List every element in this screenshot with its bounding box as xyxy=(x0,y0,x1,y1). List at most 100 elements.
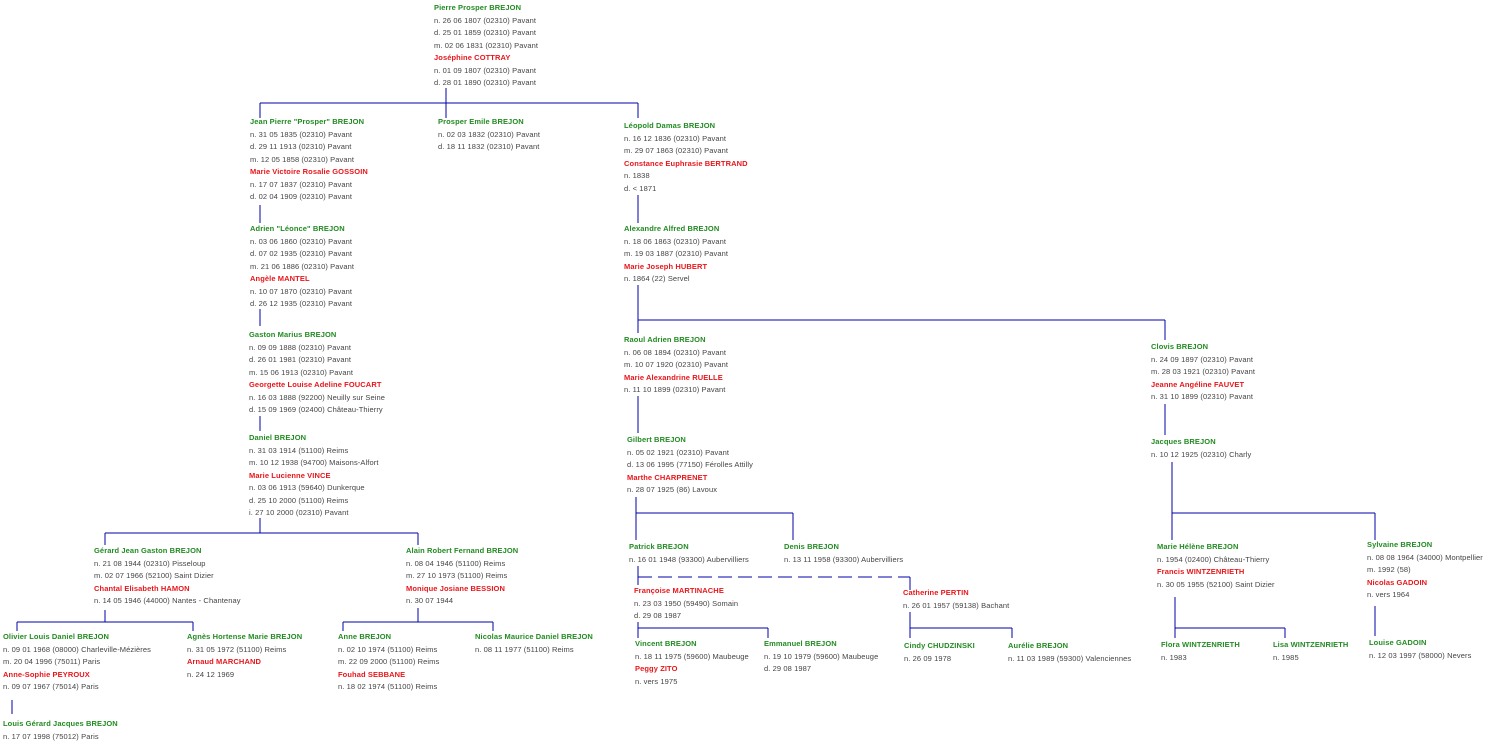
person-detail: m. 1992 (58) xyxy=(1367,565,1411,574)
person-anne-brejon[interactable]: Anne BREJON n. 02 10 1974 (51100) Reims … xyxy=(338,631,439,694)
person-detail: n. 31 05 1972 (51100) Reims xyxy=(187,644,287,654)
spouse-detail: n. 03 06 1913 (59640) Dunkerque xyxy=(249,483,365,492)
person-prosper-emile-brejon[interactable]: Prosper Emile BREJON n. 02 03 1832 (0231… xyxy=(438,116,540,154)
person-marie-helene-brejon[interactable]: Marie Hélène BREJON n. 1954 (02400) Chât… xyxy=(1157,541,1275,591)
spouse-detail: d. 15 09 1969 (02400) Château-Thierry xyxy=(249,405,383,414)
person-name: Léopold Damas BREJON xyxy=(624,121,716,130)
spouse-detail: d. 28 01 1890 (02310) Pavant xyxy=(434,78,537,87)
person-flora-wintzenrieth[interactable]: Flora WINTZENRIETH n. 1983 xyxy=(1161,639,1240,664)
person-cindy-chudzinski[interactable]: Cindy CHUDZINSKI n. 26 09 1978 xyxy=(904,640,975,665)
spouse-name: Marie Lucienne VINCE xyxy=(249,470,331,480)
person-detail: n. 13 11 1958 (93300) Aubervilliers xyxy=(784,554,904,564)
person-gaston-marius-brejon[interactable]: Gaston Marius BREJON n. 09 09 1888 (0231… xyxy=(249,329,385,417)
person-sylvaine-brejon[interactable]: Sylvaine BREJON n. 08 08 1964 (34000) Mo… xyxy=(1367,539,1483,602)
spouse-detail: n. vers 1964 xyxy=(1367,590,1410,599)
person-detail: n. 08 11 1977 (51100) Reims xyxy=(475,644,574,654)
person-detail: n. 17 07 1998 (75012) Paris xyxy=(3,731,99,741)
person-alexandre-alfred-brejon[interactable]: Alexandre Alfred BREJON n. 18 06 1863 (0… xyxy=(624,223,728,286)
person-name: Patrick BREJON xyxy=(629,542,689,551)
person-pierre-prosper-brejon[interactable]: Pierre Prosper BREJON n. 26 06 1807 (023… xyxy=(434,2,538,90)
person-detail: m. 10 07 1920 (02310) Pavant xyxy=(624,360,729,369)
person-detail: n. 09 01 1968 (08000) Charleville-Mézièr… xyxy=(3,644,152,654)
person-olivier-louis-daniel-brejon[interactable]: Olivier Louis Daniel BREJON n. 09 01 196… xyxy=(3,631,151,694)
person-detail: n. 11 03 1989 (59300) Valenciennes xyxy=(1008,653,1132,663)
person-name: Lisa WINTZENRIETH xyxy=(1273,640,1349,649)
person-detail: m. 02 07 1966 (52100) Saint Dizier xyxy=(94,571,214,580)
person-patrick-brejon[interactable]: Patrick BREJON n. 16 01 1948 (93300) Aub… xyxy=(629,541,749,566)
person-jacques-brejon[interactable]: Jacques BREJON n. 10 12 1925 (02310) Cha… xyxy=(1151,436,1251,461)
person-name: Alain Robert Fernand BREJON xyxy=(406,546,519,555)
person-gerard-jean-gaston-brejon[interactable]: Gérard Jean Gaston BREJON n. 21 08 1944 … xyxy=(94,545,241,608)
spouse-detail: n. 10 07 1870 (02310) Pavant xyxy=(250,286,353,296)
spouse-name: Françoise MARTINACHE xyxy=(634,586,724,595)
person-detail: n. 08 08 1964 (34000) Montpellier xyxy=(1367,552,1483,562)
spouse-name: Peggy ZITO xyxy=(635,664,678,673)
spouse-name: Constance Euphrasie BERTRAND xyxy=(624,158,748,168)
spouse-detail: d. < 1871 xyxy=(624,183,657,193)
person-detail: d. 29 08 1987 xyxy=(764,664,812,673)
person-louis-gerard-jacques-brejon[interactable]: Louis Gérard Jacques BREJON n. 17 07 199… xyxy=(3,718,118,743)
person-alain-robert-fernand-brejon[interactable]: Alain Robert Fernand BREJON n. 08 04 194… xyxy=(406,545,518,608)
person-detail: m. 19 03 1887 (02310) Pavant xyxy=(624,249,729,258)
person-detail: n. 26 06 1807 (02310) Pavant xyxy=(434,15,537,25)
person-denis-brejon[interactable]: Denis BREJON n. 13 11 1958 (93300) Auber… xyxy=(784,541,903,566)
person-detail: n. 31 05 1835 (02310) Pavant xyxy=(250,129,353,139)
spouse-detail: d. 26 12 1935 (02310) Pavant xyxy=(250,299,353,308)
person-detail: m. 20 04 1996 (75011) Paris xyxy=(3,657,101,666)
person-detail: n. 1954 (02400) Château-Thierry xyxy=(1157,554,1270,564)
person-detail: n. 02 03 1832 (02310) Pavant xyxy=(438,129,541,139)
person-detail: d. 29 11 1913 (02310) Pavant xyxy=(250,142,352,151)
person-name: Adrien "Léonce" BREJON xyxy=(250,224,345,233)
person-agnes-hortense-marie-brejon[interactable]: Agnès Hortense Marie BREJON n. 31 05 197… xyxy=(187,631,302,681)
person-daniel-brejon[interactable]: Daniel BREJON n. 31 03 1914 (51100) Reim… xyxy=(249,432,379,520)
spouse-detail: n. 1838 xyxy=(624,171,650,180)
spouse-detail: n. 30 05 1955 (52100) Saint Dizier xyxy=(1157,579,1275,589)
person-jean-pierre-prosper-brejon[interactable]: Jean Pierre "Prosper" BREJON n. 31 05 18… xyxy=(250,116,368,204)
person-name: Clovis BREJON xyxy=(1151,342,1209,351)
spouse-detail: n. 26 01 1957 (59138) Bachant xyxy=(903,600,1010,610)
person-francoise-martinache[interactable]: Françoise MARTINACHE n. 23 03 1950 (5949… xyxy=(634,585,738,623)
person-nicolas-maurice-daniel-brejon[interactable]: Nicolas Maurice Daniel BREJON n. 08 11 1… xyxy=(475,631,593,656)
person-name: Raoul Adrien BREJON xyxy=(624,335,706,344)
person-detail: m. 22 09 2000 (51100) Reims xyxy=(338,657,440,666)
spouse-name: Angèle MANTEL xyxy=(250,274,310,283)
person-raoul-adrien-brejon[interactable]: Raoul Adrien BREJON n. 06 08 1894 (02310… xyxy=(624,334,728,397)
spouse-name: Marie Alexandrine RUELLE xyxy=(624,372,723,382)
spouse-name: Arnaud MARCHAND xyxy=(187,657,261,666)
spouse-detail: n. 30 07 1944 xyxy=(406,596,454,605)
person-name: Vincent BREJON xyxy=(635,639,697,648)
person-aurelie-brejon[interactable]: Aurélie BREJON n. 11 03 1989 (59300) Val… xyxy=(1008,640,1131,665)
person-name: Daniel BREJON xyxy=(249,433,307,442)
person-name: Gilbert BREJON xyxy=(627,435,686,444)
person-name: Emmanuel BREJON xyxy=(764,639,837,648)
person-name: Nicolas Maurice Daniel BREJON xyxy=(475,632,593,641)
person-clovis-brejon[interactable]: Clovis BREJON n. 24 09 1897 (02310) Pava… xyxy=(1151,341,1255,404)
spouse-name: Nicolas GADOIN xyxy=(1367,577,1428,587)
person-name: Prosper Emile BREJON xyxy=(438,117,524,126)
person-detail: m. 27 10 1973 (51100) Reims xyxy=(406,571,508,580)
person-adrien-leonce-brejon[interactable]: Adrien "Léonce" BREJON n. 03 06 1860 (02… xyxy=(250,223,354,311)
person-detail: n. 1983 xyxy=(1161,652,1187,662)
spouse-detail: n. 1864 (22) Servel xyxy=(624,274,690,283)
spouse-detail: n. vers 1975 xyxy=(635,676,678,686)
spouse-name: Georgette Louise Adeline FOUCART xyxy=(249,380,382,389)
person-detail: d. 07 02 1935 (02310) Pavant xyxy=(250,249,353,258)
person-detail: n. 26 09 1978 xyxy=(904,653,952,663)
person-emmanuel-brejon[interactable]: Emmanuel BREJON n. 19 10 1979 (59600) Ma… xyxy=(764,638,878,676)
person-lisa-wintzenrieth[interactable]: Lisa WINTZENRIETH n. 1985 xyxy=(1273,639,1348,664)
person-vincent-brejon[interactable]: Vincent BREJON n. 18 11 1975 (59600) Mau… xyxy=(635,638,749,688)
spouse-name: Marthe CHARPRENET xyxy=(627,472,708,482)
person-detail: m. 29 07 1863 (02310) Pavant xyxy=(624,146,729,155)
person-detail: n. 09 09 1888 (02310) Pavant xyxy=(249,342,352,352)
spouse-detail: n. 01 09 1807 (02310) Pavant xyxy=(434,65,537,75)
person-name: Flora WINTZENRIETH xyxy=(1161,640,1240,649)
person-louise-gadoin[interactable]: Louise GADOIN n. 12 03 1997 (58000) Neve… xyxy=(1369,637,1471,662)
person-detail: n. 21 08 1944 (02310) Pisseloup xyxy=(94,558,206,568)
spouse-name: Francis WINTZENRIETH xyxy=(1157,567,1245,576)
person-gilbert-brejon[interactable]: Gilbert BREJON n. 05 02 1921 (02310) Pav… xyxy=(627,434,753,497)
person-catherine-pertin[interactable]: Catherine PERTIN n. 26 01 1957 (59138) B… xyxy=(903,587,1009,612)
person-detail: n. 05 02 1921 (02310) Pavant xyxy=(627,447,730,457)
person-leopold-damas-brejon[interactable]: Léopold Damas BREJON n. 16 12 1836 (0231… xyxy=(624,120,748,195)
